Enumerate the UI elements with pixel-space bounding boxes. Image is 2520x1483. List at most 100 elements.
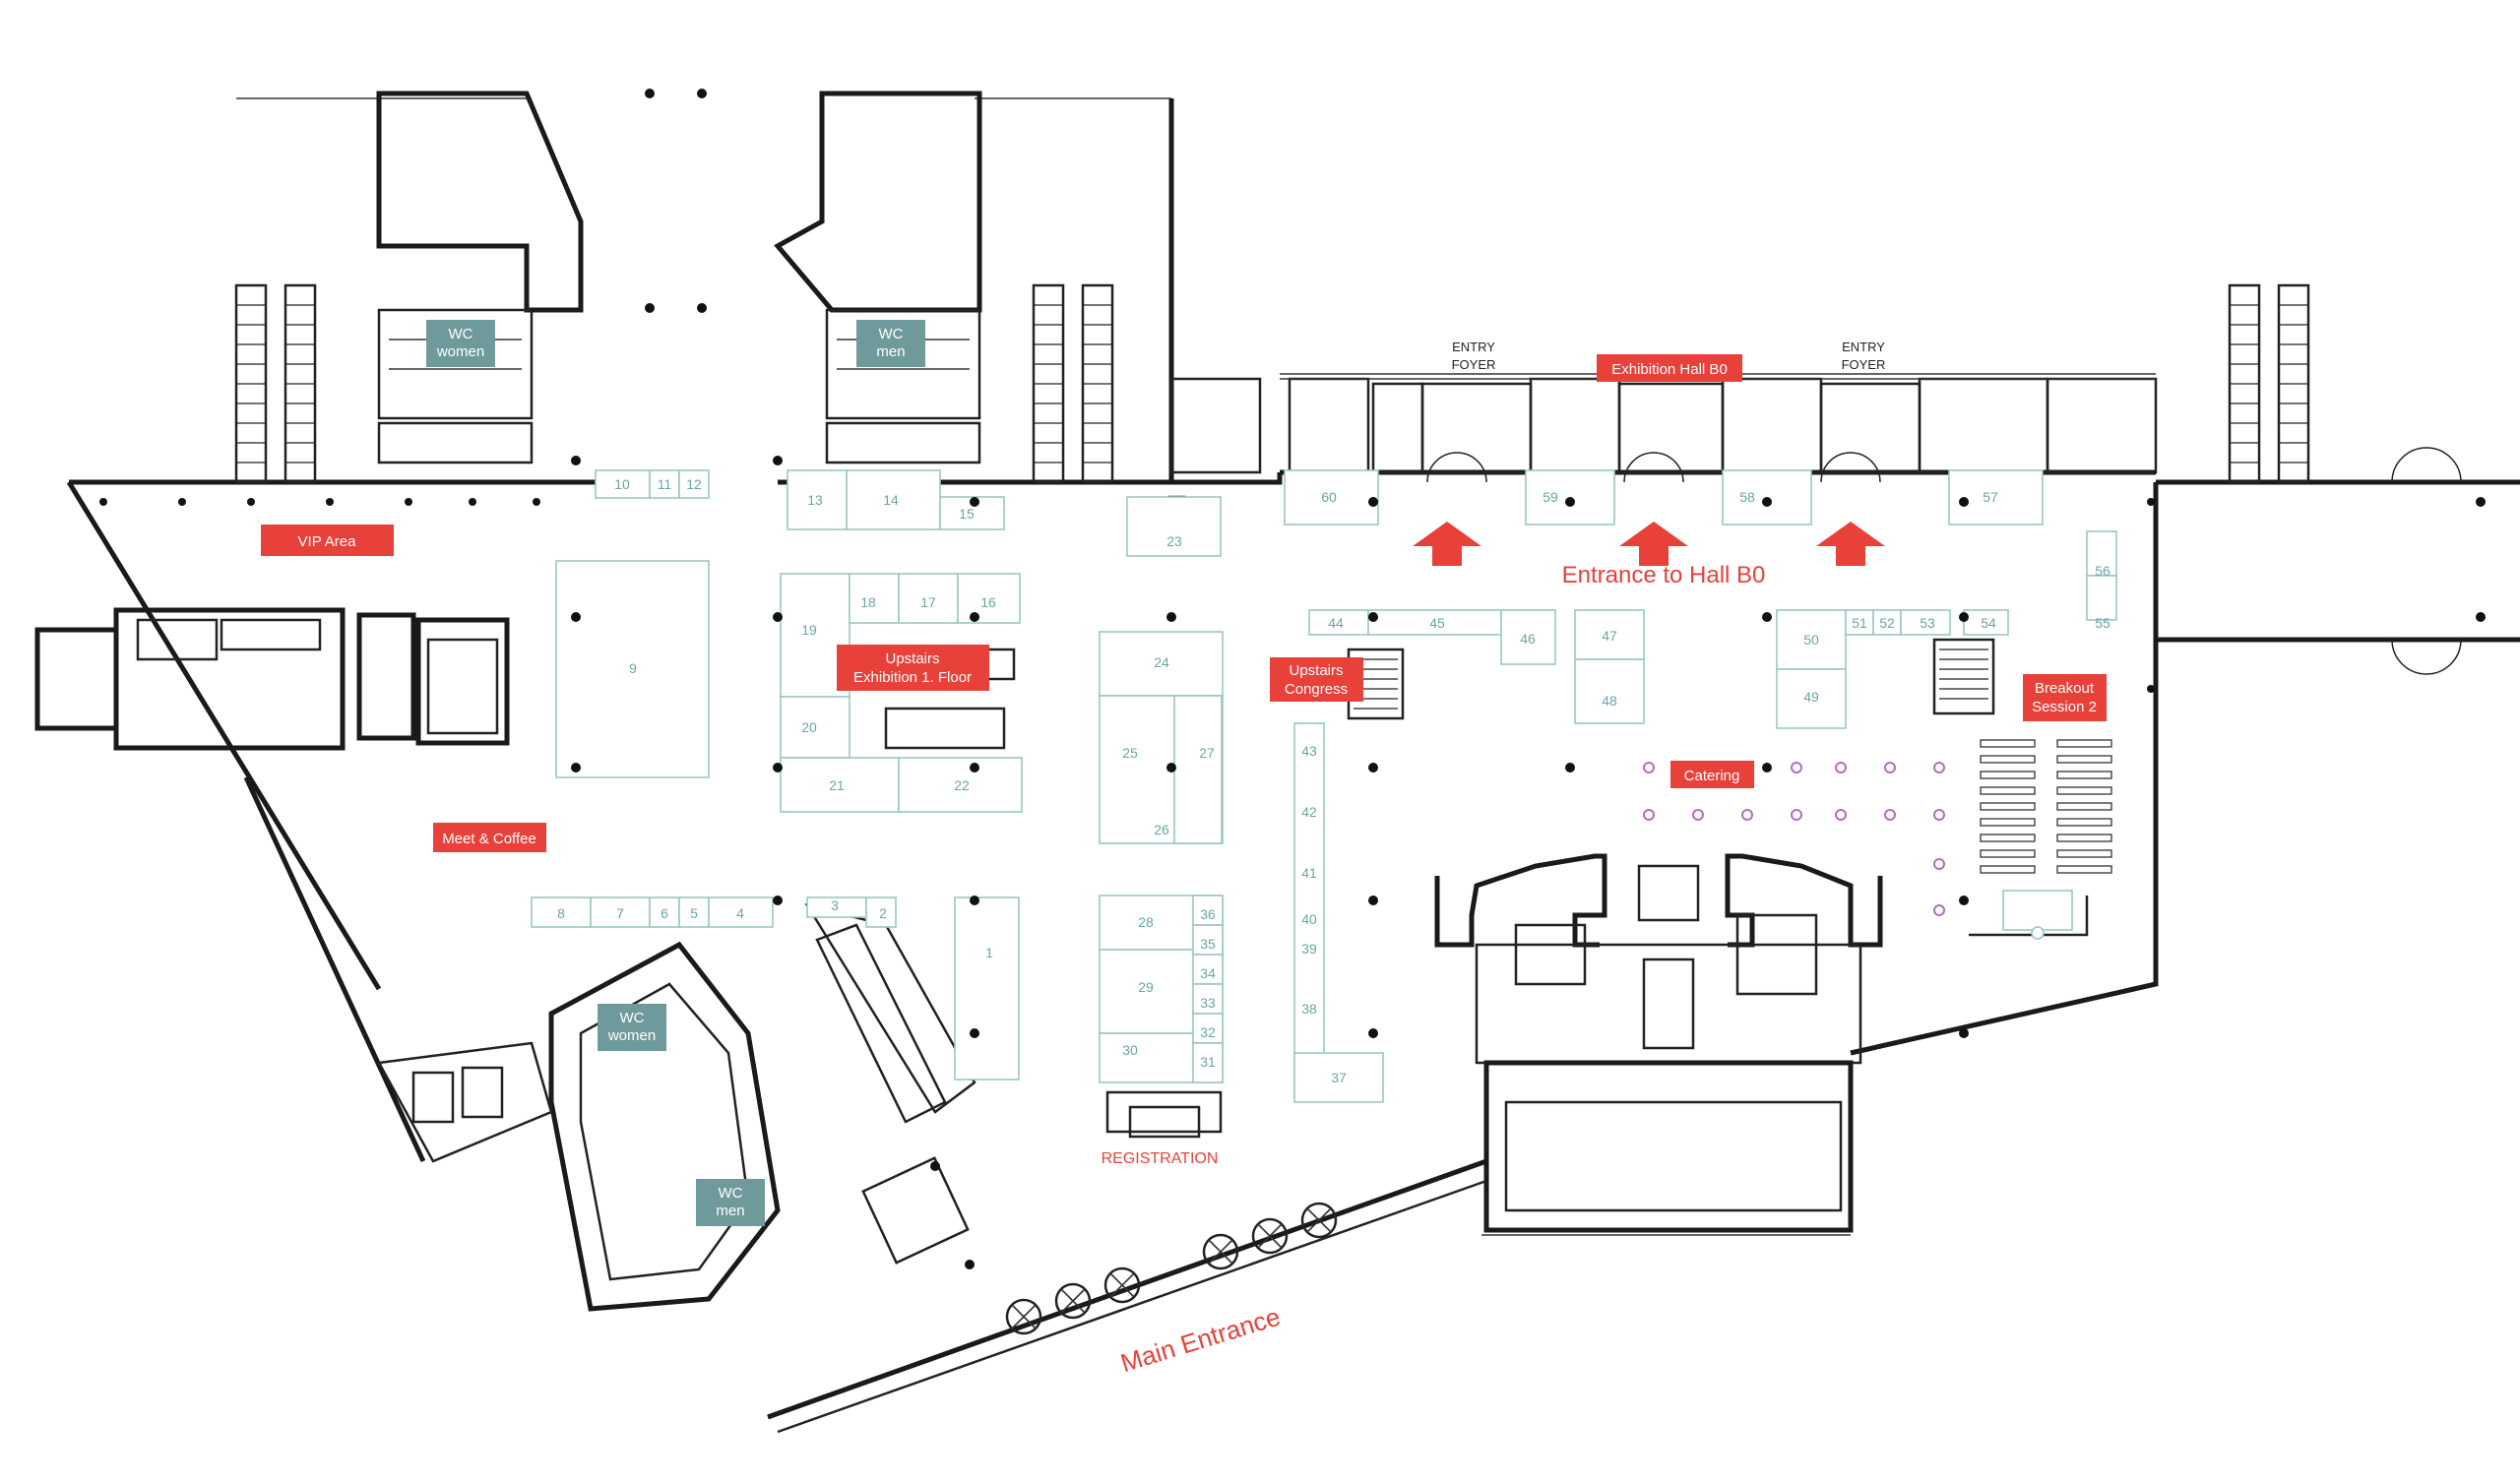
revolving-doors (1005, 1202, 1338, 1335)
entrance-arrow-3 (1816, 522, 1885, 566)
booth-36: 36 (1200, 906, 1216, 922)
wc-men-north: WC men (856, 320, 925, 367)
booth-38: 38 (1301, 1001, 1317, 1017)
wc-men-south: WC men (696, 1179, 765, 1226)
booth-12: 12 (686, 476, 702, 492)
booth-48: 48 (1602, 693, 1617, 709)
svg-text:FOYER: FOYER (1842, 357, 1886, 372)
pillars (99, 89, 2486, 1269)
entrance-to-hall-text: Entrance to Hall B0 (1562, 562, 1766, 588)
wc-women-south: WC women (598, 1004, 666, 1051)
booth-42: 42 (1301, 804, 1317, 820)
breakout-seating (1980, 739, 2112, 940)
svg-text:Breakout: Breakout (2035, 680, 2095, 697)
booth-13: 13 (807, 492, 823, 508)
catering-label: Catering (1670, 761, 1754, 788)
booth-5: 5 (690, 905, 698, 921)
booth-21: 21 (829, 777, 845, 793)
booth-45: 45 (1429, 615, 1445, 631)
upstairs-exhibition-label: Upstairs Exhibition 1. Floor (837, 645, 989, 691)
booth-39: 39 (1301, 941, 1317, 957)
svg-text:Upstairs: Upstairs (885, 650, 939, 667)
svg-text:FOYER: FOYER (1452, 357, 1496, 372)
booth-31: 31 (1200, 1054, 1216, 1070)
main-entrance-text: Main Entrance (1117, 1302, 1284, 1379)
booth-32: 32 (1200, 1024, 1216, 1040)
booth-23: 23 (1166, 533, 1182, 549)
booth-52: 52 (1879, 615, 1895, 631)
booth-1: 1 (985, 945, 993, 960)
booth-55: 55 (2095, 615, 2110, 631)
north-wing-right (774, 91, 982, 464)
svg-text:men: men (876, 343, 905, 360)
svg-text:Congress: Congress (1285, 681, 1348, 698)
svg-text:women: women (436, 343, 484, 360)
booth-4: 4 (736, 905, 744, 921)
booth-7: 7 (616, 905, 624, 921)
booth-33: 33 (1200, 995, 1216, 1011)
booth-41: 41 (1301, 865, 1317, 881)
booth-18: 18 (860, 594, 876, 610)
booth-2: 2 (879, 905, 887, 921)
booth-53: 53 (1920, 615, 1935, 631)
booth-16: 16 (980, 594, 996, 610)
south-core-building (1434, 853, 1883, 1236)
booth-57: 57 (1983, 489, 1998, 505)
svg-text:WC: WC (879, 326, 904, 342)
booth-3: 3 (831, 897, 839, 913)
booth-50: 50 (1803, 632, 1819, 648)
booth-35: 35 (1200, 936, 1216, 952)
booth-19: 19 (801, 622, 817, 638)
exhibition-hall-label: Exhibition Hall B0 (1597, 354, 1742, 382)
booth-22: 22 (954, 777, 970, 793)
booth-11: 11 (658, 476, 672, 492)
booth-47: 47 (1602, 628, 1617, 644)
svg-text:WC: WC (719, 1185, 743, 1202)
north-wing-left (376, 91, 584, 464)
booth-54: 54 (1981, 615, 1996, 631)
stair-towers-north (234, 283, 2310, 484)
doors (1426, 447, 2462, 675)
booth-25: 25 (1122, 745, 1138, 761)
booth-17: 17 (920, 594, 936, 610)
entrance-arrow-1 (1413, 522, 1481, 566)
entry-foyer-right: ENTRY FOYER (1842, 340, 1886, 372)
svg-text:ENTRY: ENTRY (1452, 340, 1495, 354)
entry-foyer-block (1169, 373, 2158, 474)
entrance-arrows (1413, 522, 1885, 566)
registration-desk (1105, 1090, 1223, 1139)
svg-text:Meet & Coffee: Meet & Coffee (442, 831, 536, 847)
wc-women-north: WC women (426, 320, 495, 367)
booth-15: 15 (959, 506, 975, 522)
booth-49: 49 (1803, 689, 1819, 705)
booth-43: 43 (1301, 743, 1317, 759)
booth-9: 9 (629, 660, 637, 676)
booth-20: 20 (801, 719, 817, 735)
booth-37: 37 (1331, 1070, 1347, 1085)
booth-40: 40 (1301, 911, 1317, 927)
svg-text:Upstairs: Upstairs (1289, 662, 1343, 679)
booth-58: 58 (1739, 489, 1755, 505)
svg-text:Exhibition Hall B0: Exhibition Hall B0 (1611, 361, 1728, 378)
meet-coffee-label: Meet & Coffee (433, 823, 546, 852)
southwest-wing (377, 903, 976, 1312)
booth-46: 46 (1520, 631, 1536, 647)
booth-44: 44 (1328, 615, 1344, 631)
west-wing (34, 607, 510, 751)
svg-text:WC: WC (620, 1010, 645, 1026)
booth-30: 30 (1122, 1042, 1138, 1058)
entry-foyer-left: ENTRY FOYER (1452, 340, 1496, 372)
svg-text:Catering: Catering (1684, 768, 1740, 784)
registration-text: REGISTRATION (1102, 1150, 1219, 1167)
entrance-arrow-2 (1619, 522, 1688, 566)
vip-area-label: VIP Area (261, 525, 394, 556)
booth-51: 51 (1852, 615, 1867, 631)
svg-text:Exhibition 1. Floor: Exhibition 1. Floor (853, 669, 972, 686)
svg-text:men: men (716, 1203, 744, 1219)
svg-text:Session 2: Session 2 (2032, 699, 2097, 715)
booths (531, 469, 2117, 1103)
booth-10: 10 (614, 476, 630, 492)
booth-29: 29 (1138, 979, 1154, 995)
breakout-session-label: Breakout Session 2 (2023, 674, 2107, 721)
